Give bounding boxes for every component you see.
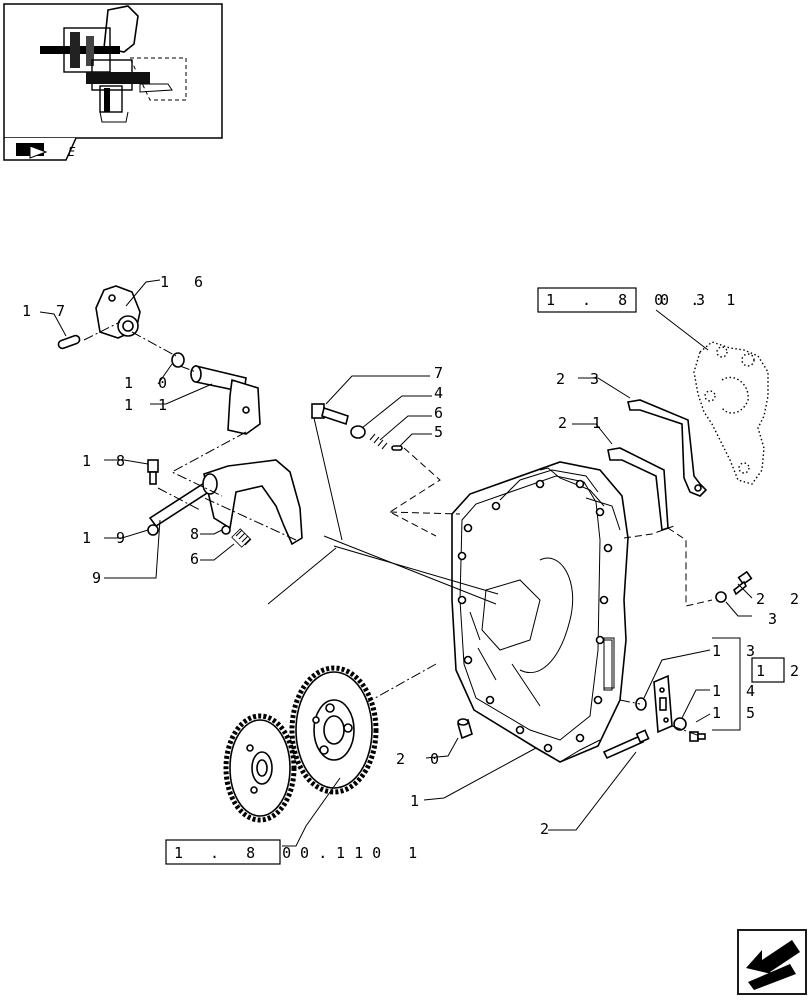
reference-box-top[interactable]: 1 . 8 0 . 1 0 3: [537, 287, 744, 313]
callout-18: 1 8: [82, 452, 133, 470]
reference-box-12[interactable]: [751, 657, 785, 683]
assembly-lines: [83, 321, 713, 737]
part-22-bolt: [732, 570, 753, 596]
gear-large: [289, 665, 379, 795]
shift-fork: [202, 459, 303, 546]
callout-22: 2 2: [756, 590, 807, 608]
callout-6-left: 6: [190, 550, 207, 568]
part-6-spring-left: [231, 528, 252, 548]
part-4-washer: [350, 425, 366, 439]
callout-4: 4: [434, 384, 451, 402]
callout-3: 3: [768, 610, 785, 628]
part-7-screw: [311, 403, 349, 426]
part-20-dowel: [457, 718, 473, 740]
reference-box-bottom[interactable]: 1 . 8 0 . 1 0 1 0 1: [165, 839, 426, 865]
part-16-lever: [95, 285, 141, 339]
callout-9: 9: [92, 569, 109, 587]
callout-20: 2 0: [396, 750, 447, 768]
part-10-o-ring: [171, 352, 185, 368]
part-1-housing: [451, 461, 629, 763]
callout-13: 1 3: [712, 642, 763, 660]
part-3-washer: [715, 591, 727, 603]
callout-14: 1 4: [712, 682, 763, 700]
part-8-ball: [221, 525, 231, 535]
callout-10: 1 0: [124, 374, 175, 392]
callout-6-right: 6: [434, 404, 451, 422]
reference-top-suffix: 0 3: [660, 291, 714, 309]
callout-7: 7: [434, 364, 451, 382]
callout-labels: 1 6 1 7 1 0 1 1 1 8 1 9 8 6 9 7 4 6 5 2 …: [22, 273, 807, 838]
part-13-plug: [635, 697, 647, 711]
thumbnail-overview[interactable]: E: [3, 3, 223, 161]
callout-21: 2 1: [558, 414, 609, 432]
reference-top-label: 1 . 8 0 . 1: [546, 291, 744, 309]
callout-17: 1 7: [22, 302, 73, 320]
part-5-plunger: [391, 445, 403, 451]
thumbnail-tab-letter: E: [68, 145, 76, 159]
part-15-bolt: [689, 731, 706, 742]
callout-8: 8: [190, 525, 207, 543]
part-2-long-bolt: [602, 729, 650, 760]
part-19-ring: [147, 524, 159, 536]
callout-11: 1 1: [124, 396, 175, 414]
part-18-bolt: [147, 459, 159, 485]
part-6-spring-right: [369, 433, 388, 450]
callout-1: 1: [410, 792, 427, 810]
part-14-washer: [673, 717, 687, 731]
callout-2: 2: [540, 820, 557, 838]
callout-5: 5: [434, 423, 451, 441]
part-23-bracket: [627, 399, 708, 497]
housing-bolt-holes: [457, 479, 613, 753]
callout-16: 1 6: [160, 273, 211, 291]
gear-small: [223, 713, 297, 823]
callout-23: 2 3: [556, 370, 607, 388]
reference-bottom-label: 1 . 8 0 . 1: [174, 844, 372, 862]
group-bracket-12: [712, 637, 741, 731]
part-12-sight-plate: [653, 674, 673, 734]
folder-arrow-icon: [16, 143, 48, 159]
reference-bottom-suffix: 0 1 0 1: [300, 844, 426, 862]
callout-19: 1 9: [82, 529, 133, 547]
part-17-roll-pin: [57, 334, 81, 350]
callout-leaders: [39, 279, 753, 847]
callout-15: 1 5: [712, 704, 763, 722]
thumbnail-assembly-sketch: [40, 5, 187, 123]
part-11-shaft-lever: [190, 364, 261, 435]
next-page-arrow-icon[interactable]: [737, 929, 807, 995]
callout-12: 1 2: [756, 662, 807, 680]
reference-plate-outline: [693, 341, 769, 485]
